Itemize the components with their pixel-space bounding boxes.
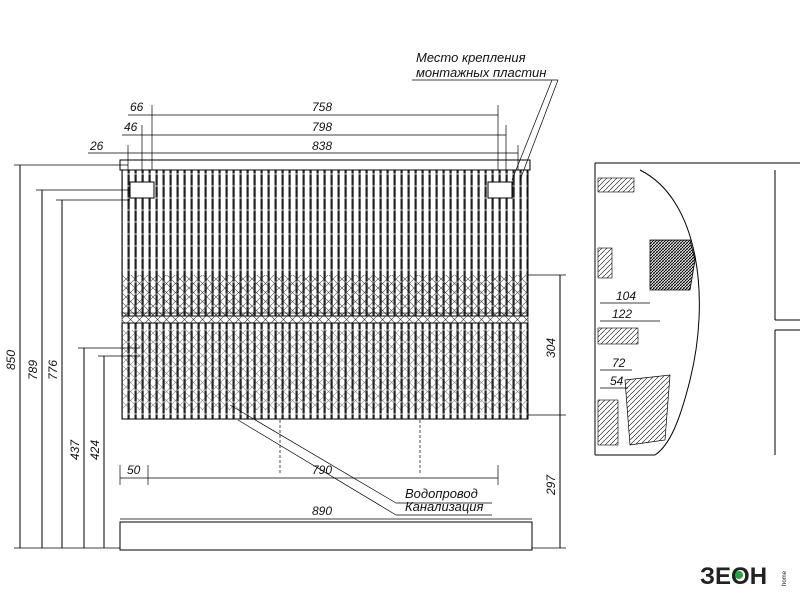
mounting-plate-right [487, 181, 513, 199]
dim-26: 26 [89, 139, 104, 153]
logo-sub: home [782, 570, 788, 586]
dim-122: 122 [612, 307, 632, 321]
dim-798: 798 [312, 120, 332, 134]
dim-304: 304 [544, 338, 558, 358]
dim-72: 72 [612, 356, 626, 370]
dim-104: 104 [616, 289, 636, 303]
dim-850: 850 [4, 350, 18, 370]
dim-424: 424 [88, 440, 102, 460]
mounting-label-1: Место крепления [416, 50, 526, 65]
upper-drawer-overlay [122, 275, 528, 316]
dim-66: 66 [130, 100, 144, 114]
front-view [119, 159, 533, 551]
lower-drawer-overlay [122, 330, 528, 410]
side-view: 104 122 72 54 [594, 162, 800, 456]
water-label: Водопровод [405, 486, 478, 501]
dim-758: 758 [312, 100, 332, 114]
dim-54: 54 [610, 374, 624, 388]
sewer-label: Канализация [405, 499, 483, 514]
dim-297: 297 [544, 474, 558, 496]
dim-46: 46 [124, 120, 138, 134]
base-plate [119, 521, 533, 551]
logo-text: ЗЕОН [700, 563, 767, 590]
mounting-callout: Место крепления монтажных пластин [412, 50, 559, 181]
dim-776: 776 [46, 360, 60, 380]
drawer-gap [121, 312, 529, 324]
mounting-label-2: монтажных пластин [416, 65, 546, 80]
top-dimensions: 66 758 46 798 26 838 [88, 100, 519, 170]
pipe-callout: Водопровод Канализация [229, 404, 492, 516]
right-dimensions: 304 297 [528, 274, 566, 549]
left-dimensions: 850 789 776 437 424 [4, 164, 140, 549]
dim-437: 437 [68, 439, 82, 460]
countertop [119, 159, 531, 171]
dim-50: 50 [127, 463, 141, 477]
dim-838: 838 [312, 139, 332, 153]
zeon-logo: ЗЕОН home [700, 563, 788, 590]
dim-890: 890 [312, 504, 332, 518]
dim-789: 789 [26, 360, 40, 380]
mounting-plate-left [129, 181, 155, 199]
